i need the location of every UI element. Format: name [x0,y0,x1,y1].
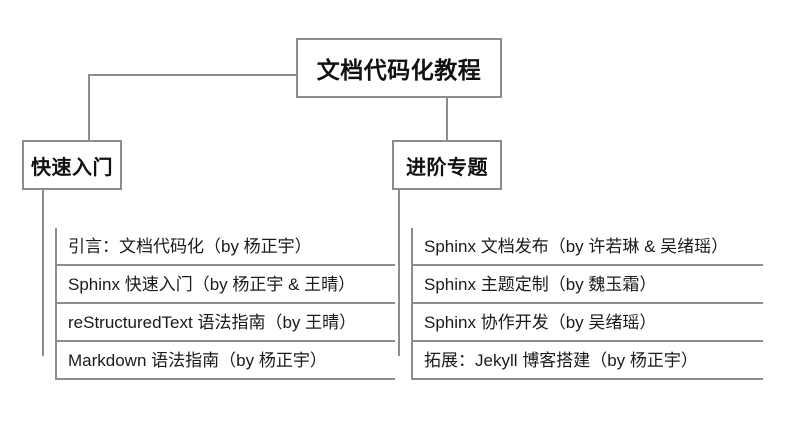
leaf-item: Sphinx 主题定制（by 魏玉霜） [413,266,763,304]
leaf-item: reStructuredText 语法指南（by 王晴） [57,304,395,342]
leaf-item: Sphinx 快速入门（by 杨正宇 & 王晴） [57,266,395,304]
root-node: 文档代码化教程 [296,38,502,98]
branch-node-advanced: 进阶专题 [392,140,502,190]
spine-advanced [398,189,400,356]
spine-quickstart [42,189,44,356]
leaf-item: 拓展：Jekyll 博客搭建（by 杨正宇） [413,342,763,380]
branch-node-quickstart-label: 快速入门 [31,156,113,179]
branch-node-advanced-label: 进阶专题 [406,156,488,179]
leaf-item: 引言：文档代码化（by 杨正宇） [57,228,395,266]
leaf-item: Markdown 语法指南（by 杨正宇） [57,342,395,380]
branch-node-quickstart: 快速入门 [22,140,122,190]
leaf-list-advanced: Sphinx 文档发布（by 许若琳 & 吴绪瑶） Sphinx 主题定制（by… [411,228,763,380]
leaf-item: Sphinx 协作开发（by 吴绪瑶） [413,304,763,342]
connector-root-to-advanced-vertical [446,97,448,142]
leaf-list-quickstart: 引言：文档代码化（by 杨正宇） Sphinx 快速入门（by 杨正宇 & 王晴… [55,228,395,380]
connector-root-to-quickstart-vertical [88,74,90,142]
leaf-item: Sphinx 文档发布（by 许若琳 & 吴绪瑶） [413,228,763,266]
root-node-label: 文档代码化教程 [316,57,482,83]
connector-root-to-quickstart-horizontal [88,74,298,76]
